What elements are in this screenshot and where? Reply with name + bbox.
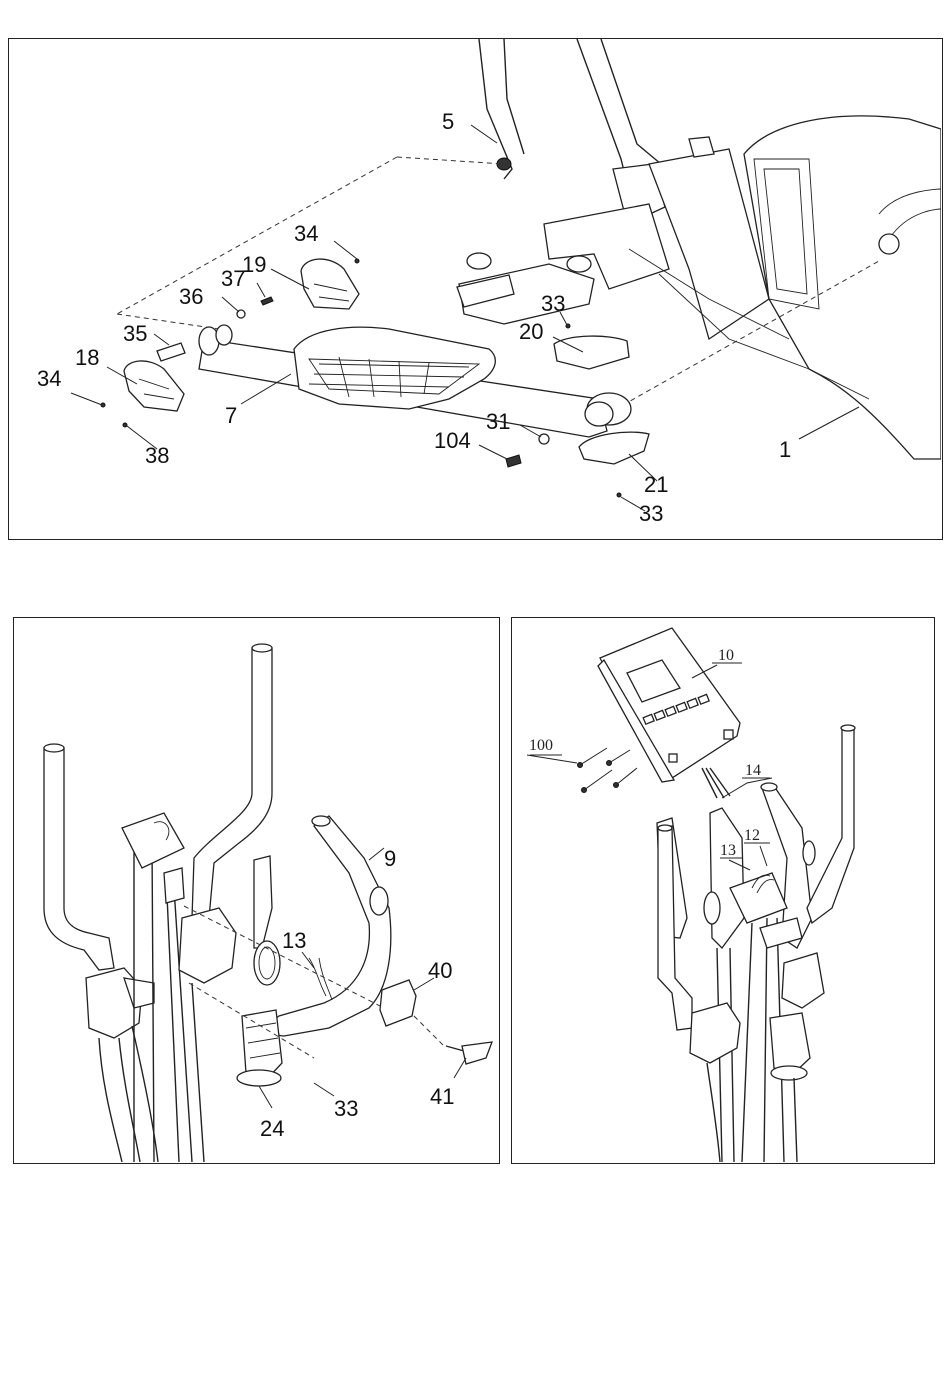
- curved-grip: [254, 816, 391, 1036]
- label-21: 21: [644, 472, 668, 497]
- bottle-holder: [770, 1013, 810, 1073]
- label-7: 7: [225, 403, 237, 428]
- label-34: 34: [294, 221, 318, 246]
- handlebar-assembly-panel: 9 13 40 41 24 33: [13, 617, 500, 1164]
- label-33: 33: [334, 1096, 358, 1121]
- handlebar-assembly-drawing: 9 13 40 41 24 33: [14, 618, 498, 1162]
- label-33: 33: [541, 291, 565, 316]
- right-pivot: [782, 953, 824, 1008]
- left-handlebar: [44, 744, 158, 1162]
- label-31: 31: [486, 409, 510, 434]
- label-38: 38: [145, 443, 169, 468]
- label-20: 20: [519, 319, 543, 344]
- cover-18: [124, 361, 184, 411]
- label-10: 10: [718, 647, 734, 664]
- label-18: 18: [75, 345, 99, 370]
- cover-19: [301, 259, 359, 309]
- label-37: 37: [221, 266, 245, 291]
- label-5: 5: [442, 109, 454, 134]
- label-104: 104: [434, 428, 471, 453]
- label-33b: 33: [639, 501, 663, 526]
- bolt-41-head: [462, 1042, 492, 1064]
- bottle-holder: [237, 1010, 282, 1086]
- pedal-assembly-panel: 5 34 19 37 36 35 18 34 7 38 33 20 31 104…: [8, 38, 943, 540]
- bolt-41-shaft: [446, 1046, 464, 1051]
- cover-20: [554, 336, 629, 369]
- screws-100: [578, 748, 638, 793]
- alignment-line: [397, 157, 504, 164]
- label-100: 100: [529, 737, 553, 754]
- label-12: 12: [744, 827, 760, 844]
- label-40: 40: [428, 958, 452, 983]
- label-19: 19: [242, 252, 266, 277]
- console-assembly-panel: 10 100 14 13 12: [511, 617, 935, 1164]
- label-24: 24: [260, 1116, 284, 1141]
- label-13: 13: [282, 928, 306, 953]
- label-14: 14: [745, 762, 761, 779]
- sensor-40: [380, 980, 416, 1026]
- label-36: 36: [179, 284, 203, 309]
- label-9: 9: [384, 846, 396, 871]
- console-assembly-drawing: 10 100 14 13 12: [512, 618, 933, 1162]
- label-41: 41: [430, 1084, 454, 1109]
- label-35: 35: [123, 321, 147, 346]
- label-13: 13: [720, 842, 736, 859]
- label-1: 1: [779, 437, 791, 462]
- pedal-assembly-drawing: 5 34 19 37 36 35 18 34 7 38 33 20 31 104…: [9, 39, 941, 538]
- label-34b: 34: [37, 366, 61, 391]
